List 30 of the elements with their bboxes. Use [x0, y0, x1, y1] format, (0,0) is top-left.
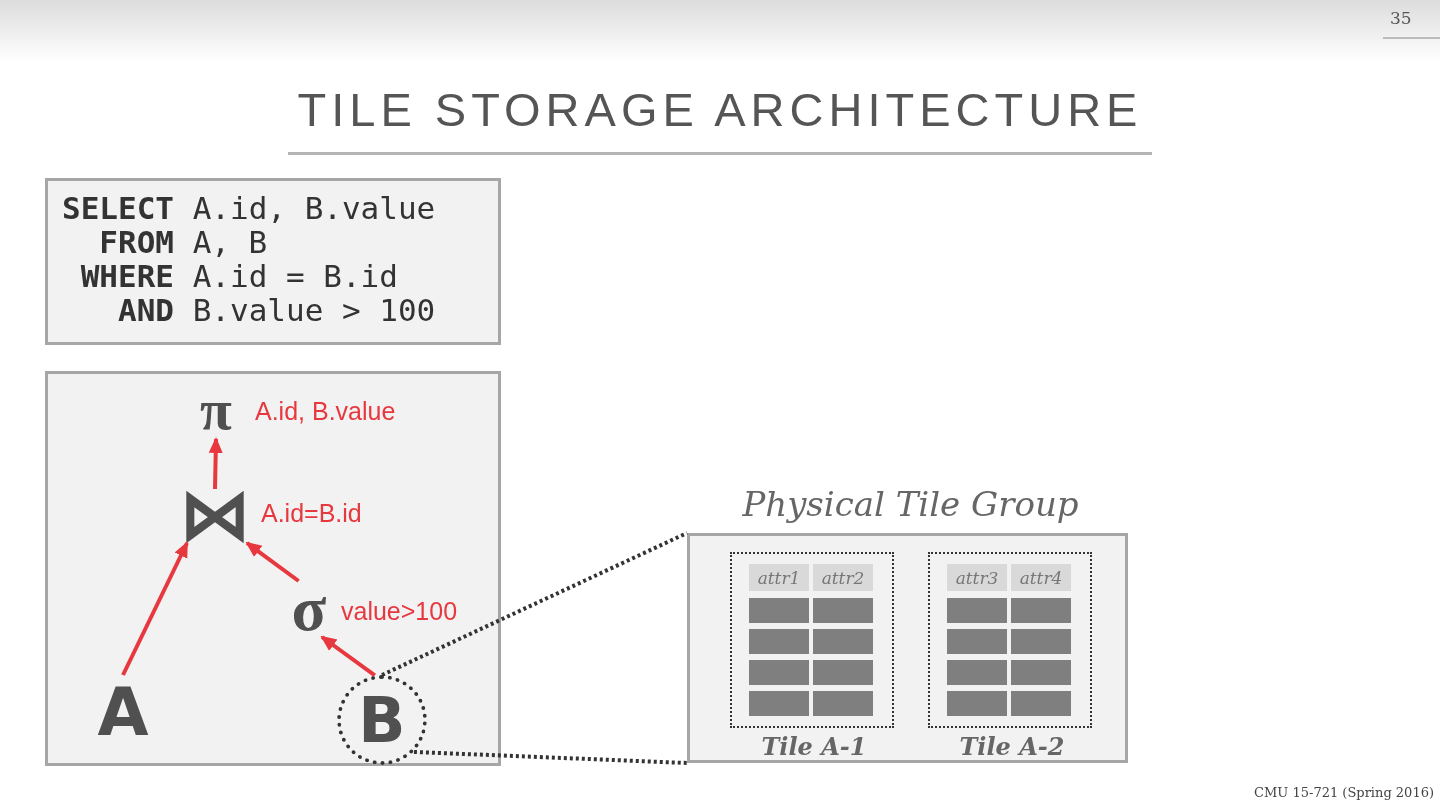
circled-relation-letter: B: [337, 675, 427, 765]
column-header: attr1: [749, 564, 809, 591]
arrow: [320, 635, 376, 678]
page-number: 35: [1390, 8, 1412, 28]
column-header: attr2: [813, 564, 873, 591]
code-line: FROM A, B: [98, 225, 268, 259]
course-footer: CMU 15-721 (Spring 2016): [1254, 785, 1434, 800]
code-line: SELECT A.id, B.value: [62, 191, 436, 225]
tile-label: Tile A-2: [958, 732, 1066, 761]
code-line: AND B.value > 100: [117, 293, 436, 327]
group-heading: Physical Tile Group: [741, 484, 1080, 524]
slide-title: TILE STORAGE ARCHITECTURE: [296, 82, 1144, 138]
arrow: [245, 541, 300, 583]
join-symbol: ⋈: [175, 489, 255, 543]
dotted-zoom-line: [381, 531, 688, 677]
code-line: WHERE A.id = B.id: [79, 259, 398, 293]
code-box: [45, 178, 501, 345]
predicate-label: A.id=B.id: [261, 498, 362, 528]
predicate-label: value>100: [341, 596, 458, 626]
relation-letter: A: [93, 675, 153, 751]
tile-label: Tile A-1: [760, 732, 868, 761]
arrow: [121, 541, 189, 676]
arrow: [208, 437, 223, 490]
column-header: attr4: [1011, 564, 1071, 591]
dotted-zoom-line: [413, 749, 688, 765]
column-header: attr3: [947, 564, 1007, 591]
query-plan-panel: [45, 371, 501, 766]
predicate-label: A.id, B.value: [255, 396, 396, 426]
operator-symbol: π: [188, 381, 244, 439]
operator-symbol: σ: [283, 581, 335, 637]
